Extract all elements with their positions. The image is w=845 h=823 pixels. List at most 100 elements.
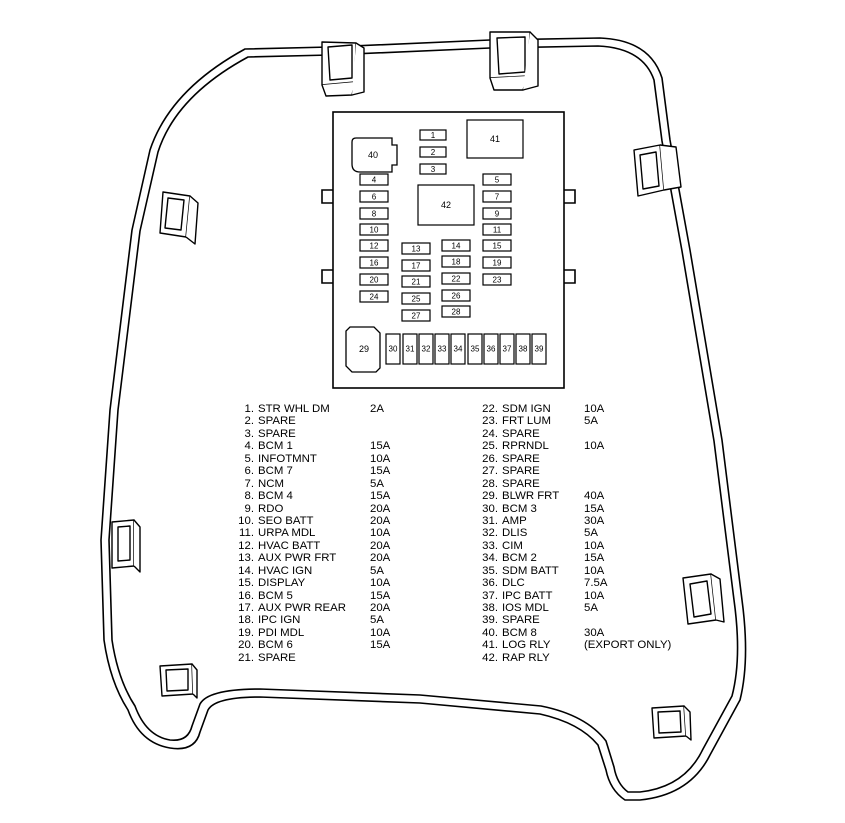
legend-number: 16. xyxy=(238,589,254,602)
fuse-35-label: 35 xyxy=(471,344,480,353)
fuse-15-label: 15 xyxy=(493,241,502,250)
legend-circuit-name: SPARE xyxy=(502,427,540,440)
legend-number: 32. xyxy=(482,527,498,540)
fuse-41: 41 xyxy=(466,119,524,159)
legend-number: 10. xyxy=(238,514,254,527)
legend-number: 20. xyxy=(238,639,254,652)
fuse-29-label: 29 xyxy=(359,344,369,354)
fuse-22: 22 xyxy=(441,272,471,285)
legend-rating: 5A xyxy=(584,602,598,614)
fuse-26-label: 26 xyxy=(452,291,461,300)
legend-number: 33. xyxy=(482,539,498,552)
legend-circuit-name: SPARE xyxy=(502,452,540,465)
legend-circuit-name: BCM 6 xyxy=(258,639,293,652)
fuse-42: 42 xyxy=(417,184,475,226)
fuse-12: 12 xyxy=(359,239,389,252)
fuse-30: 30 xyxy=(385,333,401,365)
legend-rating: 10A xyxy=(370,626,391,639)
clip-right-lower xyxy=(682,573,725,625)
fuse-33: 33 xyxy=(434,333,450,365)
legend-circuit-name: HVAC BATT xyxy=(258,539,321,552)
fuse-2: 2 xyxy=(419,146,447,158)
legend-rating: 10A xyxy=(584,440,605,453)
legend-circuit-name: IOS MDL xyxy=(502,602,549,614)
legend-number: 42. xyxy=(482,651,498,664)
legend-circuit-name: SPARE xyxy=(258,415,296,428)
legend-number: 26. xyxy=(482,452,498,465)
legend-number: 9. xyxy=(244,502,255,515)
legend-row: 26. SPARE xyxy=(462,453,762,465)
legend-number: 21. xyxy=(238,651,254,664)
fuse-33-label: 33 xyxy=(438,344,447,353)
legend-circuit-name: SDM BATT xyxy=(502,564,559,577)
legend-rating: 15A xyxy=(370,639,391,652)
legend-number: 38. xyxy=(482,602,498,614)
fuse-2-label: 2 xyxy=(431,148,436,157)
fuse-24: 24 xyxy=(359,290,389,303)
fuse-7: 7 xyxy=(482,190,512,203)
fuse-17-label: 17 xyxy=(412,261,421,270)
fuse-13: 13 xyxy=(401,242,431,255)
fuse-16: 16 xyxy=(359,256,389,269)
fuse-10-label: 10 xyxy=(370,225,379,234)
legend-rating: 20A xyxy=(370,602,391,614)
fuse-10: 10 xyxy=(359,223,389,236)
legend-number: 3. xyxy=(244,427,255,440)
fuse-14-label: 14 xyxy=(452,241,461,250)
fuse-32: 32 xyxy=(418,333,434,365)
legend-number: 14. xyxy=(238,564,254,577)
fuse-16-label: 16 xyxy=(370,258,379,267)
legend-rating: 5A xyxy=(370,477,384,490)
fuse-39: 39 xyxy=(531,333,547,365)
fuse-31: 31 xyxy=(402,333,418,365)
legend-rating: 5A xyxy=(584,527,598,540)
legend-row: 28.SPARE xyxy=(462,478,762,490)
fuse-4: 4 xyxy=(359,173,389,186)
legend-circuit-name: CIM xyxy=(502,539,523,552)
fuse-20-label: 20 xyxy=(370,275,379,284)
legend-circuit-name: BLWR FRT xyxy=(502,490,560,503)
legend-number: 15. xyxy=(238,577,254,590)
legend-circuit-name: SPARE xyxy=(258,651,296,664)
fuse-18-label: 18 xyxy=(452,257,461,266)
legend-circuit-name: AMP xyxy=(502,514,527,527)
legend-circuit-name: BCM 7 xyxy=(258,465,293,478)
fuse-21-label: 21 xyxy=(412,277,421,286)
legend-row: 27.SPARE xyxy=(462,465,762,477)
legend-number: 36. xyxy=(482,577,498,590)
legend-number: 13. xyxy=(238,552,254,565)
legend-rating: 30A xyxy=(584,626,605,639)
fuse-9-label: 9 xyxy=(495,209,500,218)
legend-number: 19. xyxy=(238,626,254,639)
legend-circuit-name: STR WHL DM xyxy=(258,403,330,415)
legend-circuit-name: RAP RLY xyxy=(502,651,550,664)
legend-circuit-name: BCM 4 xyxy=(258,490,293,503)
legend-rating: 10A xyxy=(370,577,391,590)
legend-circuit-name: DLIS xyxy=(502,527,528,540)
legend-rating: 10A xyxy=(584,564,605,577)
clip-top-left xyxy=(321,41,365,97)
fuse-34-label: 34 xyxy=(454,344,463,353)
fuse-19: 19 xyxy=(482,256,512,269)
legend-circuit-name: BCM 3 xyxy=(502,502,537,515)
legend-circuit-name: FRT LUM xyxy=(502,415,551,428)
legend-row: 24.SPARE xyxy=(462,428,762,440)
fuse-41-label: 41 xyxy=(490,134,500,144)
fuse-36: 36 xyxy=(483,333,499,365)
legend-number: 2. xyxy=(244,415,255,428)
legend-rating: 5A xyxy=(370,564,384,577)
legend-circuit-name: RDO xyxy=(258,502,284,515)
legend-row: 41.LOG RLY(EXPORT ONLY) xyxy=(462,639,762,651)
clip-right-upper xyxy=(633,144,682,197)
